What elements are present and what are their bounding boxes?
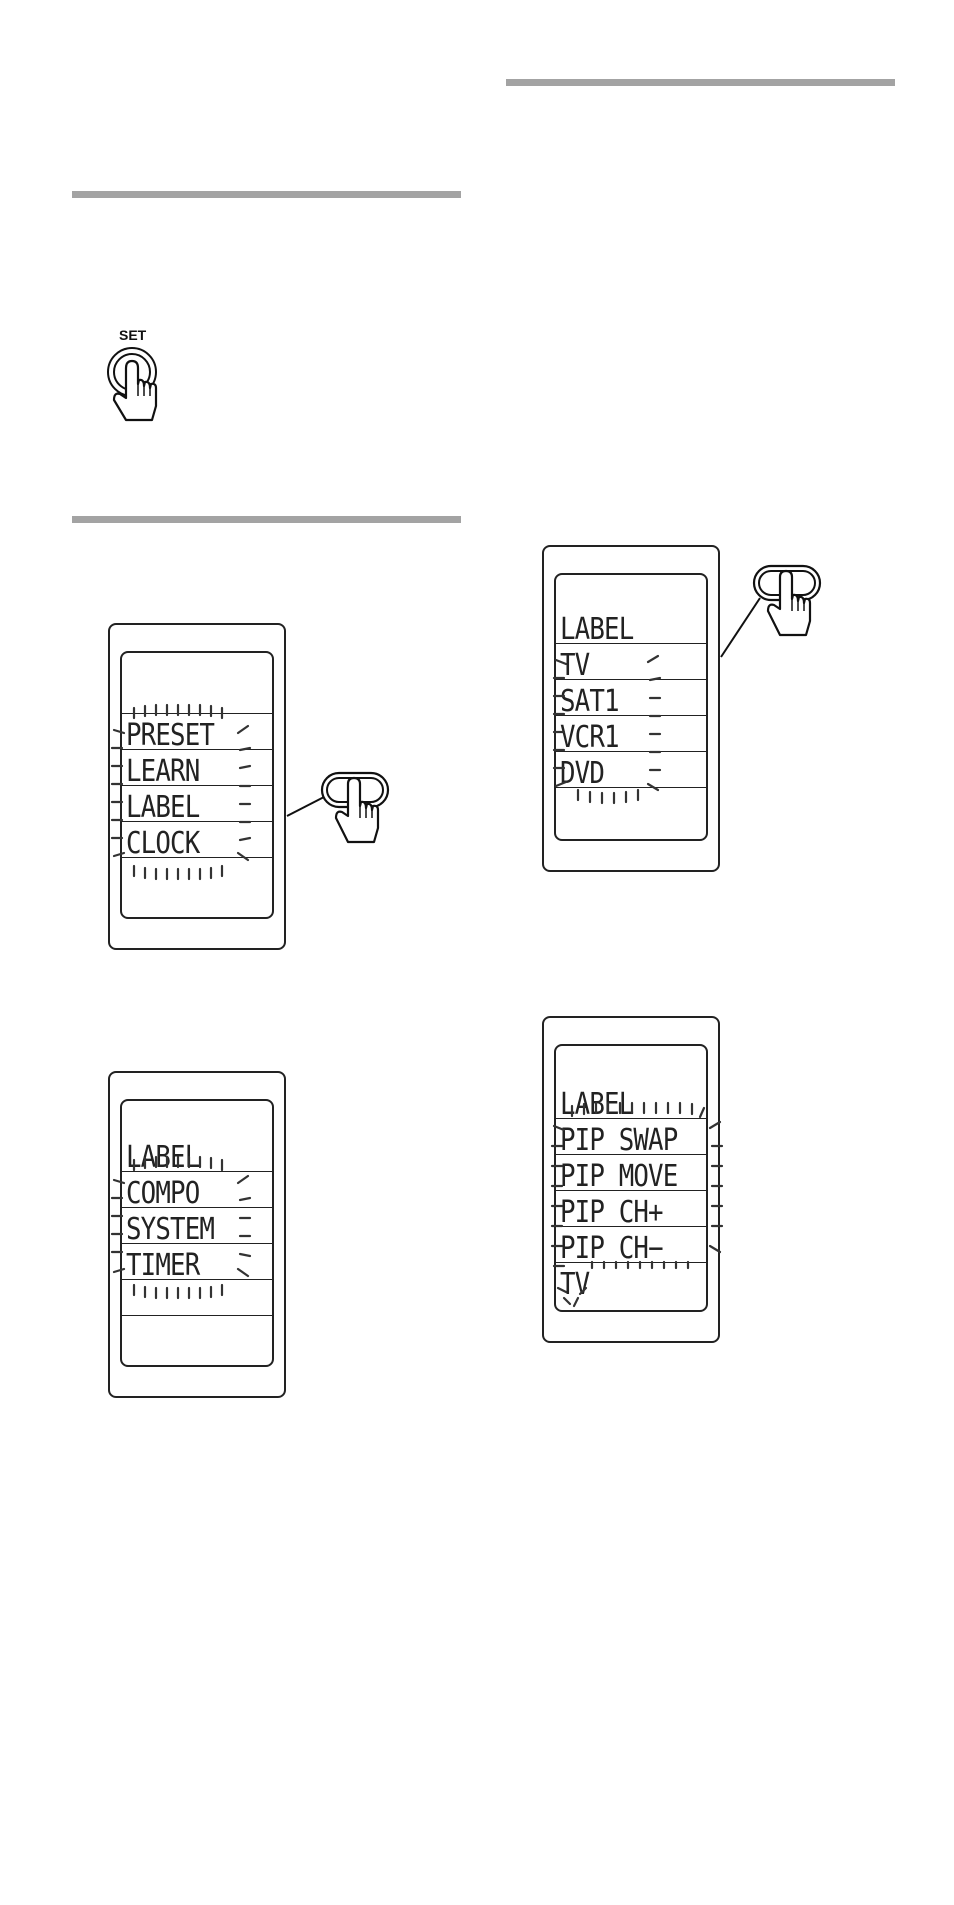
menu-item-compo: COMPO	[126, 1176, 200, 1211]
menu-item-tv: TV	[560, 1267, 590, 1302]
remote-display-4: LABEL PIP SWAP PIP MOVE PIP CH+ PIP CH− …	[542, 1016, 720, 1343]
menu-row[interactable]: LABEL	[556, 1082, 706, 1122]
menu-item-pip-swap: PIP SWAP	[560, 1123, 678, 1158]
menu-row[interactable]: LABEL	[556, 607, 706, 647]
menu-item-tv: TV	[560, 648, 590, 683]
set-button[interactable]	[106, 346, 166, 430]
menu-row	[122, 1279, 272, 1315]
menu-row[interactable]: DVD	[556, 751, 706, 791]
pointing-hand-icon	[320, 771, 390, 844]
menu-row[interactable]: COMPO	[122, 1171, 272, 1211]
lcd-screen-4: LABEL PIP SWAP PIP MOVE PIP CH+ PIP CH− …	[554, 1044, 708, 1312]
lcd-screen-3: LABEL TV SAT1 VCR1 DVD	[554, 573, 708, 841]
menu-row	[122, 677, 272, 713]
remote-display-2: LABEL COMPO SYSTEM TIMER	[108, 1071, 286, 1398]
menu-row[interactable]: TV	[556, 1262, 706, 1302]
menu-item-sat1: SAT1	[560, 684, 620, 719]
menu-item-vcr1: VCR1	[560, 720, 620, 755]
menu-row[interactable]: LABEL	[122, 1135, 272, 1175]
menu-row[interactable]: TV	[556, 643, 706, 683]
remote-display-1: PRESET LEARN LABEL CLOCK	[108, 623, 286, 950]
lcd-screen-2: LABEL COMPO SYSTEM TIMER	[120, 1099, 274, 1367]
menu-item-label: LABEL	[126, 1140, 200, 1175]
menu-row[interactable]: PRESET	[122, 713, 272, 753]
menu-row[interactable]: PIP SWAP	[556, 1118, 706, 1158]
menu-row	[122, 1315, 272, 1351]
menu-item-pip-ch-plus: PIP CH+	[560, 1195, 664, 1230]
menu-row[interactable]: SYSTEM	[122, 1207, 272, 1247]
pointing-hand-icon	[107, 347, 158, 422]
menu-row[interactable]: PIP MOVE	[556, 1154, 706, 1194]
menu-row[interactable]: VCR1	[556, 715, 706, 755]
menu-row[interactable]: PIP CH+	[556, 1190, 706, 1230]
menu-item-pip-ch-minus: PIP CH−	[560, 1231, 664, 1266]
lcd-screen-1: PRESET LEARN LABEL CLOCK	[120, 651, 274, 919]
section-rule-right-top	[506, 79, 895, 86]
menu-item-label: LABEL	[126, 790, 200, 825]
pointing-hand-icon	[752, 564, 822, 637]
menu-row[interactable]: SAT1	[556, 679, 706, 719]
menu-row	[122, 857, 272, 893]
menu-item-label: LABEL	[560, 1087, 634, 1122]
section-rule-left-1	[72, 191, 461, 198]
menu-item-timer: TIMER	[126, 1248, 200, 1283]
menu-row[interactable]: LEARN	[122, 749, 272, 789]
menu-row[interactable]: LABEL	[122, 785, 272, 825]
menu-row[interactable]: TIMER	[122, 1243, 272, 1283]
remote-display-3: LABEL TV SAT1 VCR1 DVD	[542, 545, 720, 872]
menu-item-pip-move: PIP MOVE	[560, 1159, 678, 1194]
menu-item-preset: PRESET	[126, 718, 215, 753]
menu-item-clock: CLOCK	[126, 826, 200, 861]
jog-button-1[interactable]	[320, 770, 390, 848]
menu-item-learn: LEARN	[126, 754, 200, 789]
menu-item-dvd: DVD	[560, 756, 605, 791]
section-rule-left-2	[72, 516, 461, 523]
menu-row[interactable]: PIP CH−	[556, 1226, 706, 1266]
menu-row	[556, 787, 706, 823]
jog-button-2[interactable]	[752, 563, 822, 641]
menu-item-system: SYSTEM	[126, 1212, 215, 1247]
menu-item-label: LABEL	[560, 612, 634, 647]
set-button-label: SET	[119, 327, 147, 343]
menu-row[interactable]: CLOCK	[122, 821, 272, 861]
